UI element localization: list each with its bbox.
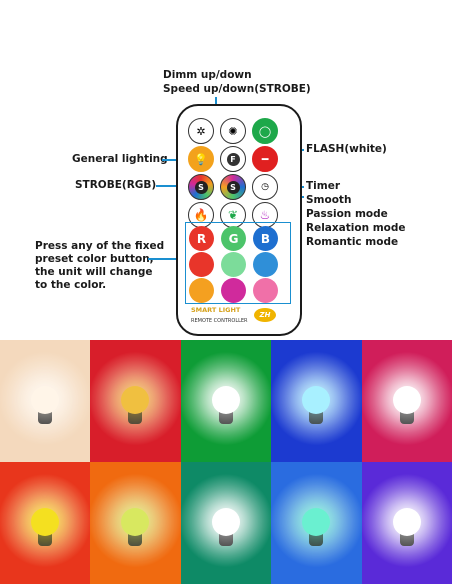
dimm-button[interactable]: ✲: [188, 118, 214, 144]
bulb-icon: [392, 508, 421, 536]
bulb-icon: [211, 508, 240, 536]
smooth-button[interactable]: S: [220, 174, 246, 200]
speed-button[interactable]: ✺: [220, 118, 246, 144]
bulb-icon: [31, 508, 59, 536]
bulb-tile: [180, 462, 272, 584]
bulb-tile: [271, 462, 362, 584]
timer-label: Timer: [306, 180, 341, 192]
press-label-1: Press any of the fixed: [35, 240, 165, 252]
bulb-tile: [0, 340, 91, 462]
blue-button[interactable]: B: [253, 226, 278, 251]
flash-button-label: F: [226, 152, 240, 166]
passion-label: Passion mode: [306, 208, 388, 220]
bulb-icon: [302, 508, 331, 536]
smooth-label: Smooth: [306, 194, 352, 206]
smooth-button-label: S: [226, 180, 240, 194]
preset-color-button[interactable]: [221, 278, 246, 303]
bulb-icon: [392, 386, 421, 414]
general-label: General lighting: [72, 153, 168, 165]
dimm-label: Dimm up/down: [163, 69, 252, 81]
remote-controller: ✲ ✺ ◯ 💡 F ━ S S ◷ 🔥 ❦ ♨ R G B SMART LIGH…: [176, 104, 302, 336]
bulb-tile: [361, 462, 452, 584]
bulb-tile: [90, 462, 181, 584]
press-connector: [148, 258, 185, 260]
strobe-rgb-button[interactable]: S: [188, 174, 214, 200]
press-label-4: to the color.: [35, 279, 107, 291]
bulb-tile: [180, 340, 272, 462]
preset-color-button[interactable]: [253, 252, 278, 277]
bulb-tile: [0, 462, 91, 584]
bulb-icon: [302, 386, 331, 414]
red-button[interactable]: R: [189, 226, 214, 251]
green-button[interactable]: G: [221, 226, 246, 251]
bulb-icon: [31, 386, 59, 414]
bulb-tile: [271, 340, 362, 462]
general-connector: [162, 159, 188, 161]
bulb-color-grid: [0, 340, 452, 584]
relaxation-label: Relaxation mode: [306, 222, 406, 234]
strobe-rgb-label: STROBE(RGB): [75, 179, 157, 191]
brand-title: SMART LIGHT: [191, 306, 241, 314]
preset-color-button[interactable]: [189, 252, 214, 277]
bulb-tile: [90, 340, 181, 462]
preset-color-button[interactable]: [253, 278, 278, 303]
bulb-icon: [121, 386, 150, 414]
romantic-label: Romantic mode: [306, 236, 399, 248]
flash-button[interactable]: F: [220, 146, 246, 172]
speed-label: Speed up/down(STROBE): [163, 83, 311, 95]
bulb-tile: [361, 340, 452, 462]
preset-color-button[interactable]: [221, 252, 246, 277]
press-label-2: preset color button,: [35, 253, 154, 265]
off-button[interactable]: ━: [252, 146, 278, 172]
preset-color-group: [185, 222, 291, 304]
strobe-connector: [156, 185, 188, 187]
bulb-icon: [121, 508, 150, 536]
brand-logo: ZH: [254, 308, 276, 322]
general-lighting-button[interactable]: 💡: [188, 146, 214, 172]
preset-color-button[interactable]: [189, 278, 214, 303]
flash-label: FLASH(white): [306, 143, 387, 155]
strobe-button-label: S: [194, 180, 208, 194]
press-label-3: the unit will change: [35, 266, 153, 278]
timer-button[interactable]: ◷: [252, 174, 278, 200]
on-button[interactable]: ◯: [252, 118, 278, 144]
brand-subtitle: REMOTE CONTROLLER: [191, 318, 248, 324]
bulb-icon: [211, 386, 240, 414]
